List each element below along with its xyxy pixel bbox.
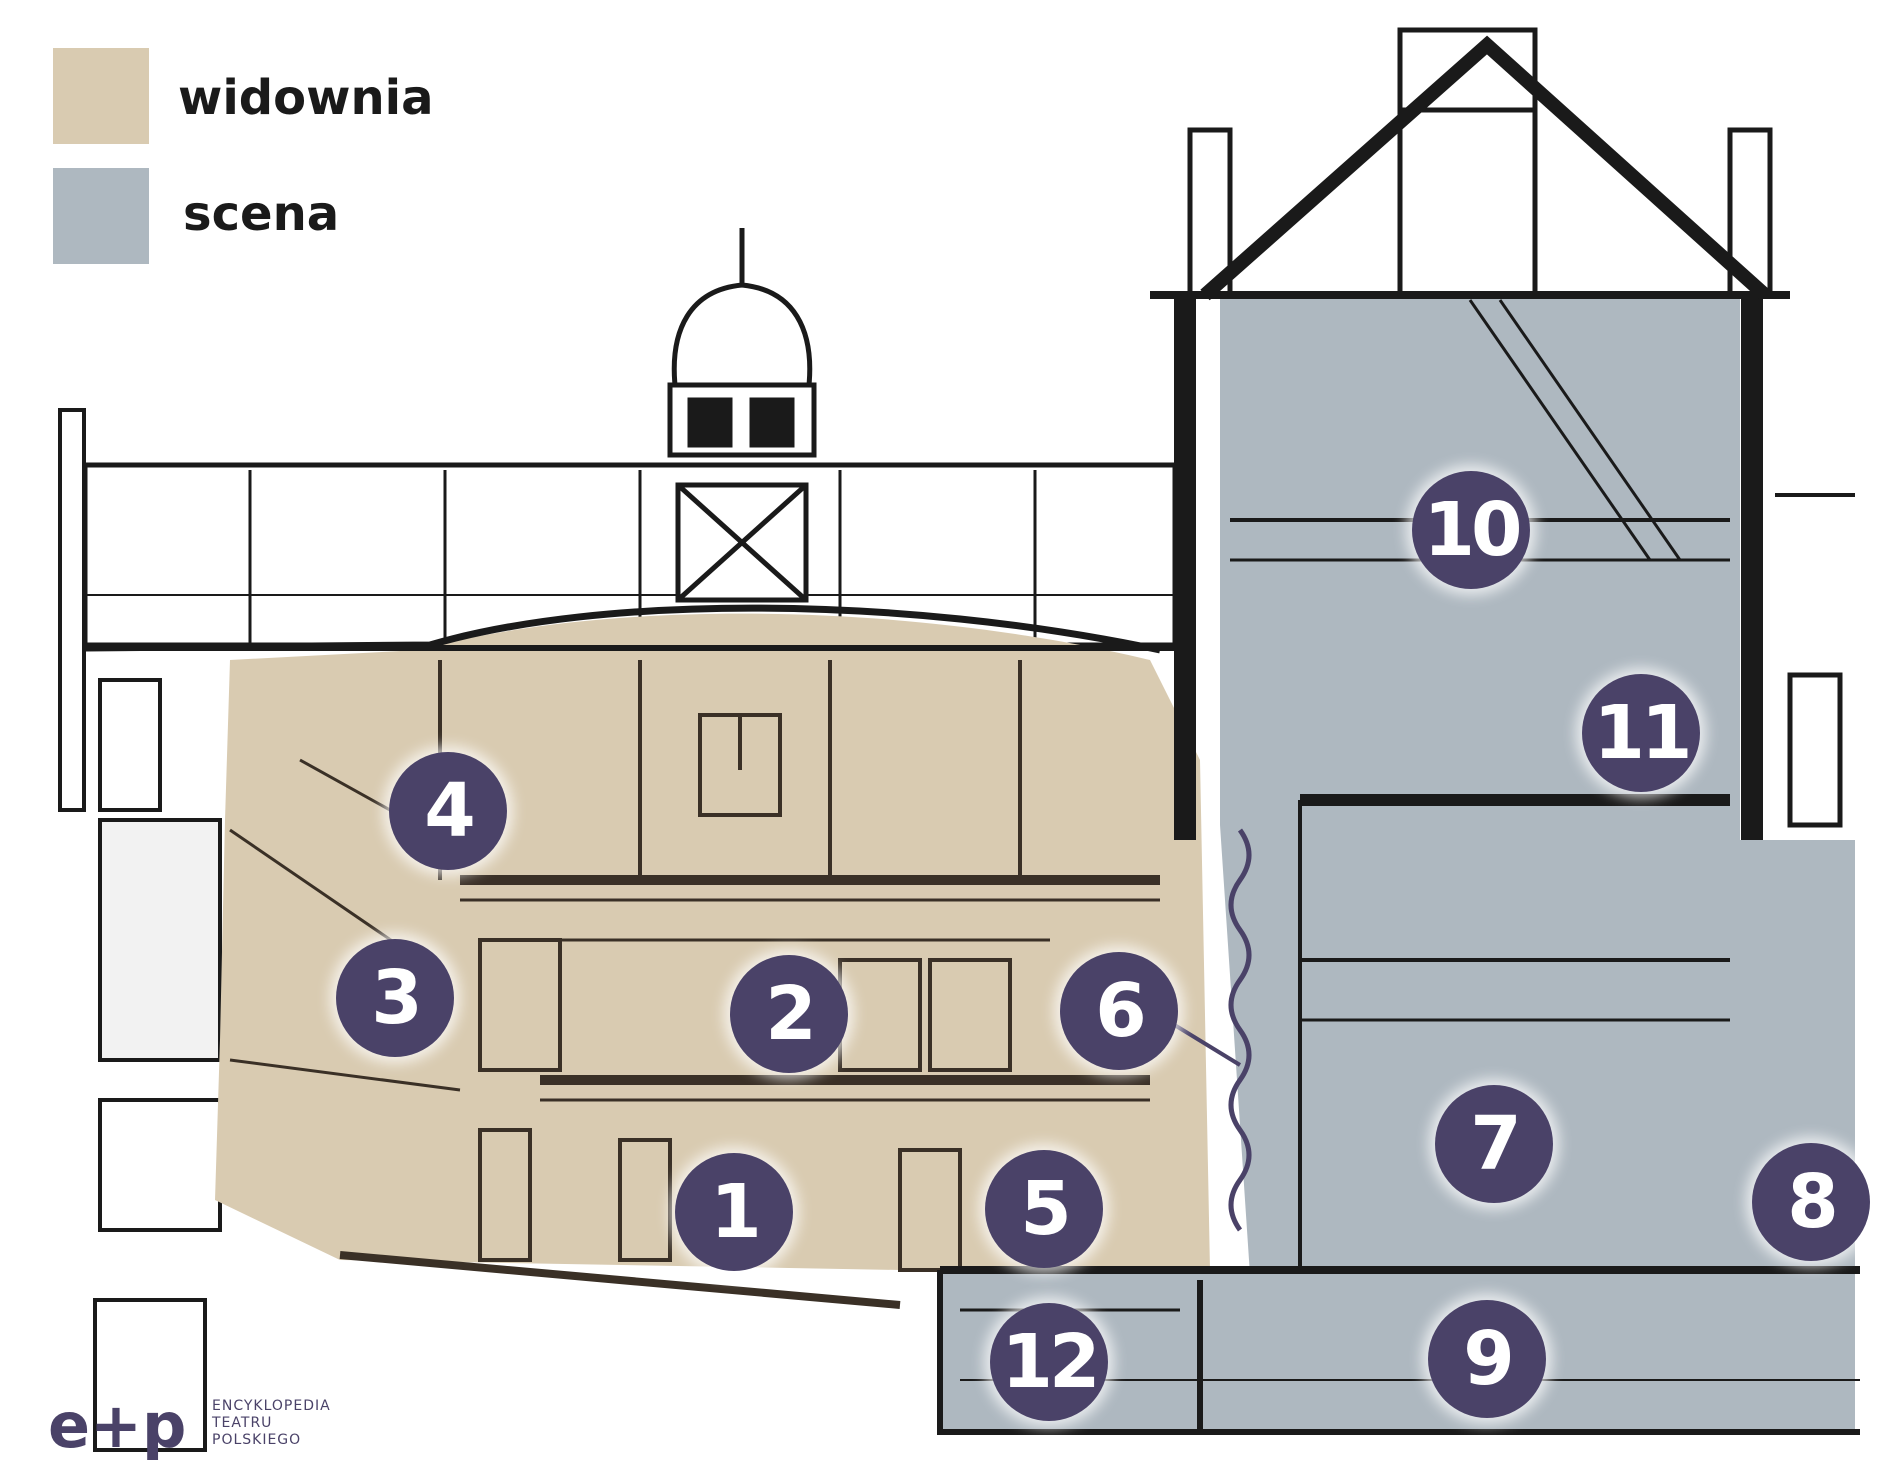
- brand-line-3: POLSKIEGO: [212, 1432, 302, 1448]
- marker-10: 10: [1412, 471, 1530, 589]
- marker-11: 11: [1582, 674, 1700, 792]
- fly-tower: [1150, 27, 1855, 1270]
- legend-label-auditorium: widownia: [178, 70, 434, 126]
- legend-label-stage: scena: [183, 186, 340, 242]
- legend-swatch-auditorium: [53, 48, 149, 144]
- marker-3: 3: [336, 939, 454, 1057]
- marker-6: 6: [1060, 952, 1178, 1070]
- marker-12: 12: [990, 1303, 1108, 1421]
- auditorium-structure: [229, 660, 1160, 1309]
- marker-1: 1: [675, 1153, 793, 1271]
- brand-line-2: TEATRU: [212, 1415, 273, 1431]
- marker-2: 2: [730, 955, 848, 1073]
- brand-line-1: ENCYKLOPEDIA: [212, 1398, 331, 1414]
- brand-logo-text: ENCYKLOPEDIA TEATRU POLSKIEGO: [212, 1398, 331, 1449]
- lantern-tower: [667, 228, 817, 603]
- stage-area: [1220, 295, 1855, 1275]
- stage-floor: [937, 1266, 1860, 1435]
- brand-logo-mark: e+p: [48, 1389, 187, 1462]
- marker-4: 4: [389, 752, 507, 870]
- marker-5: 5: [985, 1150, 1103, 1268]
- legend-swatch-stage: [53, 168, 149, 264]
- neighbour-building-left: [58, 408, 222, 1452]
- marker-8: 8: [1752, 1143, 1870, 1261]
- curtain-line: [1228, 828, 1252, 1232]
- marker-7: 7: [1435, 1085, 1553, 1203]
- marker-9: 9: [1428, 1300, 1546, 1418]
